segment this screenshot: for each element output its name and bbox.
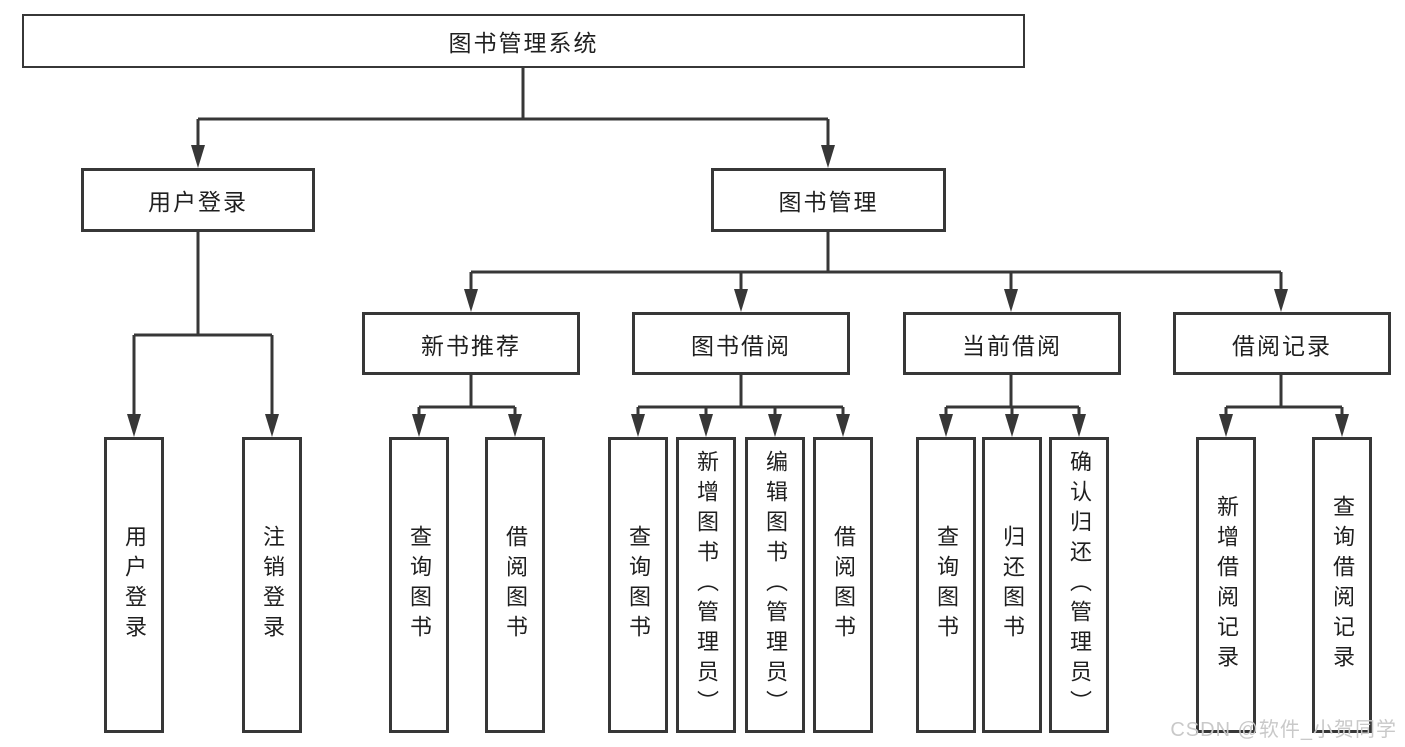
edge-root (196, 68, 830, 150)
node-label: 注销登录 (260, 525, 285, 645)
node-label: 新增借阅记录 (1214, 495, 1239, 675)
node-library-management-system: 图书管理系统 (22, 14, 1025, 68)
node-user-login-leaf: 用户登录 (104, 437, 164, 733)
node-label: 查询图书 (934, 525, 959, 645)
node-label: 图书借阅 (691, 332, 791, 359)
node-label: 用户登录 (122, 525, 147, 645)
node-current-borrowing: 当前借阅 (903, 312, 1121, 375)
node-book-management: 图书管理 (711, 168, 946, 232)
edge-borrowing-records (1224, 373, 1344, 418)
node-borrow-books-recommend: 借阅图书 (485, 437, 545, 733)
node-query-books-current: 查询图书 (916, 437, 976, 733)
node-label: 借阅图书 (503, 525, 528, 645)
node-query-borrow-record: 查询借阅记录 (1312, 437, 1372, 733)
node-label: 借阅记录 (1232, 332, 1332, 359)
node-add-borrow-record: 新增借阅记录 (1196, 437, 1256, 733)
node-label: 查询图书 (407, 525, 432, 645)
watermark: CSDN @软件_小贺同学 (1170, 719, 1397, 741)
node-new-book-recommendation: 新书推荐 (362, 312, 580, 375)
node-query-books-recommend: 查询图书 (389, 437, 449, 733)
node-book-borrowing: 图书借阅 (632, 312, 850, 375)
node-label: 确认归还（管理员） (1067, 450, 1092, 720)
node-label: 新书推荐 (421, 332, 521, 359)
node-label: 编辑图书（管理员） (763, 450, 788, 720)
node-label: 查询图书 (626, 525, 651, 645)
node-label: 新增图书（管理员） (694, 450, 719, 720)
node-label: 用户登录 (148, 189, 248, 215)
node-label: 归还图书 (1000, 525, 1025, 645)
node-borrow-books-borrowing: 借阅图书 (813, 437, 873, 733)
node-user-login: 用户登录 (81, 168, 315, 232)
node-query-books-borrowing: 查询图书 (608, 437, 668, 733)
node-label: 查询借阅记录 (1330, 495, 1355, 675)
node-label: 图书管理 (778, 189, 879, 215)
node-label: 当前借阅 (962, 332, 1062, 359)
edge-book-borrowing (636, 373, 845, 418)
node-label: 借阅图书 (831, 525, 856, 645)
node-return-books: 归还图书 (982, 437, 1042, 733)
edge-current-borrowing (944, 373, 1081, 418)
node-edit-books-admin: 编辑图书（管理员） (745, 437, 805, 733)
edge-new-book-recommendation (417, 375, 517, 418)
edge-user-login (132, 232, 274, 418)
node-label: 图书管理系统 (448, 30, 599, 56)
edge-book-management (469, 232, 1283, 293)
node-borrowing-records: 借阅记录 (1173, 312, 1391, 375)
node-confirm-return-admin: 确认归还（管理员） (1049, 437, 1109, 733)
node-logout-leaf: 注销登录 (242, 437, 302, 733)
node-add-books-admin: 新增图书（管理员） (676, 437, 736, 733)
arrowheads (127, 145, 1349, 437)
